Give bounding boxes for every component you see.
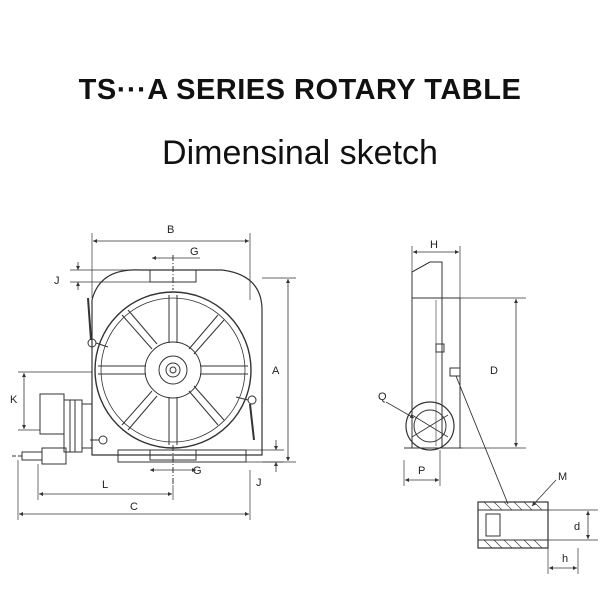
detail-bushing — [477, 501, 549, 549]
page-title: TS···A SERIES ROTARY TABLE — [78, 74, 522, 106]
t-slots — [98, 295, 248, 445]
dim-label-K: K — [10, 394, 18, 406]
side-top-flange — [411, 261, 443, 299]
detail-view-labels: M d h — [558, 471, 580, 565]
dim-label-d: d — [574, 521, 580, 533]
page-subtitle: Dimensinal sketch — [162, 134, 438, 172]
center-boss — [144, 341, 202, 399]
front-view — [12, 233, 296, 520]
table-plate — [94, 291, 252, 449]
dim-label-H: H — [430, 239, 438, 251]
dim-label-B: B — [167, 224, 174, 236]
dim-label-J-bottom: J — [256, 477, 262, 489]
lock-lever-left — [87, 297, 109, 348]
table-body-outline — [91, 269, 263, 456]
side-view-labels: H D Q P — [378, 239, 498, 477]
lock-lever-right — [235, 395, 257, 441]
dim-label-h: h — [562, 553, 568, 565]
dim-label-D: D — [490, 365, 498, 377]
detail-view — [477, 479, 598, 574]
dim-label-M: M — [558, 471, 567, 483]
dim-label-J-top: J — [54, 275, 60, 287]
side-body — [411, 297, 443, 449]
dim-label-Q: Q — [378, 391, 387, 403]
dim-label-G-top: G — [190, 246, 199, 258]
dim-label-P: P — [418, 465, 425, 477]
front-view-labels: B G J A K G J L C — [10, 224, 280, 513]
side-view — [385, 246, 526, 505]
worm-shaft — [405, 401, 455, 451]
dim-label-L: L — [102, 479, 108, 491]
dim-label-C: C — [130, 501, 138, 513]
dim-label-G-bottom: G — [193, 465, 202, 477]
dim-label-A: A — [272, 365, 280, 377]
handwheel-assembly — [12, 393, 93, 465]
